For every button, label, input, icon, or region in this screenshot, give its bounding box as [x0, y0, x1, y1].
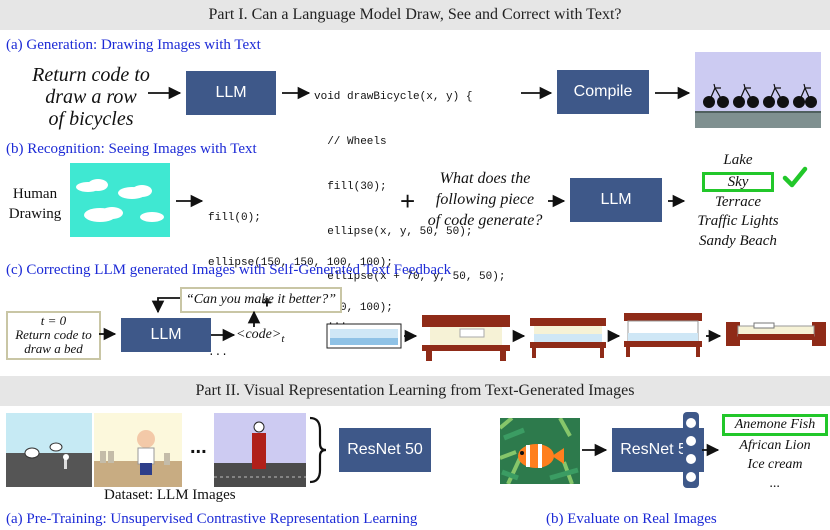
class-ice-cream: Ice cream	[747, 457, 803, 472]
feature-vector	[683, 412, 699, 488]
human-line: Human	[12, 186, 58, 202]
recognition-llm-box: LLM	[570, 178, 662, 222]
anemone-fish-photo	[500, 418, 580, 484]
correction-heading: (c) Correcting LLM generated Images with…	[6, 262, 452, 278]
code-line: ellipse(x, y, 50, 50);	[314, 226, 473, 238]
bed-image-5	[726, 322, 826, 346]
check-icon	[782, 166, 808, 188]
feedback-box: “Can you make it better?”	[180, 287, 342, 313]
eval-class-list: Anemone Fish African Lion Ice cream ...	[722, 414, 828, 493]
question-line: of code generate?	[427, 212, 543, 229]
human-line: Drawing	[8, 206, 62, 222]
code-line: // Wheels	[314, 136, 387, 148]
resnet-label: ResNet 50	[347, 441, 423, 458]
feature-node	[686, 472, 696, 482]
bicycle-icon	[703, 83, 729, 108]
code-line: fill(30);	[314, 181, 387, 193]
code-line: fill(0);	[208, 212, 261, 224]
prompt-line: Return code to	[32, 64, 150, 86]
option-lake: Lake	[723, 152, 753, 168]
feedback-text: “Can you make it better?”	[185, 292, 337, 307]
code-line: ellipse(150, 150, 100, 100);	[208, 257, 393, 269]
correction-llm-box: LLM	[121, 318, 211, 352]
dataset-image-2	[94, 413, 182, 487]
bracket-icon	[309, 416, 327, 484]
correction-prompt-box: t = 0 Return code to draw a bed	[6, 311, 101, 360]
recognition-heading: (b) Recognition: Seeing Images with Text	[6, 141, 257, 157]
bed-image-2	[422, 315, 510, 361]
bicycle-icon	[793, 83, 817, 108]
part2-title-band: Part II. Visual Representation Learning …	[0, 376, 830, 406]
sky-drawing	[70, 163, 170, 237]
bicycles-image	[695, 52, 821, 128]
generation-llm-box: LLM	[186, 71, 276, 115]
question-line: following piece	[435, 191, 535, 208]
prompt-line: draw a row	[45, 86, 137, 108]
llm-label: LLM	[600, 191, 632, 208]
plus-sign: +	[400, 186, 416, 216]
generation-prompt: Return code to draw a row of bicycles	[28, 64, 154, 130]
code-tag: <code>	[236, 327, 282, 342]
part2-title: Part II. Visual Representation Learning …	[195, 382, 635, 399]
timestep-sub: t	[281, 332, 285, 345]
code-output-label: <code>t	[236, 327, 284, 345]
compile-label: Compile	[573, 83, 633, 100]
option-sky: Sky	[702, 171, 774, 192]
class-african-lion: African Lion	[739, 438, 811, 453]
part1-title-band: Part I. Can a Language Model Draw, See a…	[0, 0, 830, 30]
prompt-line: draw a bed	[24, 341, 83, 356]
dataset-ellipsis: ...	[190, 436, 207, 458]
code-line: ...	[208, 347, 228, 359]
part1-title: Part I. Can a Language Model Draw, See a…	[208, 6, 622, 23]
llm-label: LLM	[215, 84, 247, 101]
feature-node	[686, 418, 696, 428]
generation-heading: (a) Generation: Drawing Images with Text	[6, 37, 261, 53]
option-sandy-beach: Sandy Beach	[699, 232, 777, 249]
evaluate-heading: (b) Evaluate on Real Images	[546, 511, 717, 527]
option-terrace: Terrace	[714, 193, 762, 210]
resnet-label: ResNet 50	[620, 441, 696, 458]
arrow-feedback-to-llm	[151, 297, 180, 314]
code-line: void drawBicycle(x, y) {	[314, 91, 473, 103]
bed-image-3	[530, 318, 606, 358]
prompt-line: of bicycles	[48, 108, 134, 130]
recognition-question: What does the following piece of code ge…	[418, 168, 552, 231]
compile-box: Compile	[557, 70, 649, 114]
option-sky-label: Sky	[727, 173, 749, 190]
bicycle-icon	[733, 83, 759, 108]
bicycle-icon	[763, 83, 789, 108]
pretrain-resnet-box: ResNet 50	[339, 428, 431, 472]
dataset-image-3	[214, 413, 306, 487]
dataset-image-1	[6, 413, 92, 487]
timestep-label: t = 0	[40, 313, 67, 328]
feature-node	[686, 454, 696, 464]
option-traffic-lights: Traffic Lights	[697, 213, 779, 229]
feedback-plus: +	[262, 293, 272, 312]
recognition-options: Lake Sky Terrace Traffic Lights Sandy Be…	[680, 151, 796, 251]
human-drawing-label: Human Drawing	[2, 184, 68, 224]
class-ellipsis: ...	[769, 476, 781, 491]
pretraining-heading: (a) Pre-Training: Unsupervised Contrasti…	[6, 511, 418, 527]
dataset-caption: Dataset: LLM Images	[104, 487, 236, 503]
feature-node	[686, 436, 696, 446]
class-anemone-fish-label: Anemone Fish	[734, 417, 816, 432]
code-line: ellipse(x + 70, y, 50, 50);	[314, 271, 506, 283]
bed-image-4	[624, 313, 702, 357]
generation-code-snippet: void drawBicycle(x, y) { // Wheels fill(…	[314, 60, 505, 345]
question-line: What does the	[439, 170, 531, 187]
class-anemone-fish: Anemone Fish	[722, 414, 828, 436]
bed-image-1	[326, 323, 402, 349]
prompt-line: Return code to	[15, 327, 92, 342]
llm-label: LLM	[150, 326, 182, 343]
